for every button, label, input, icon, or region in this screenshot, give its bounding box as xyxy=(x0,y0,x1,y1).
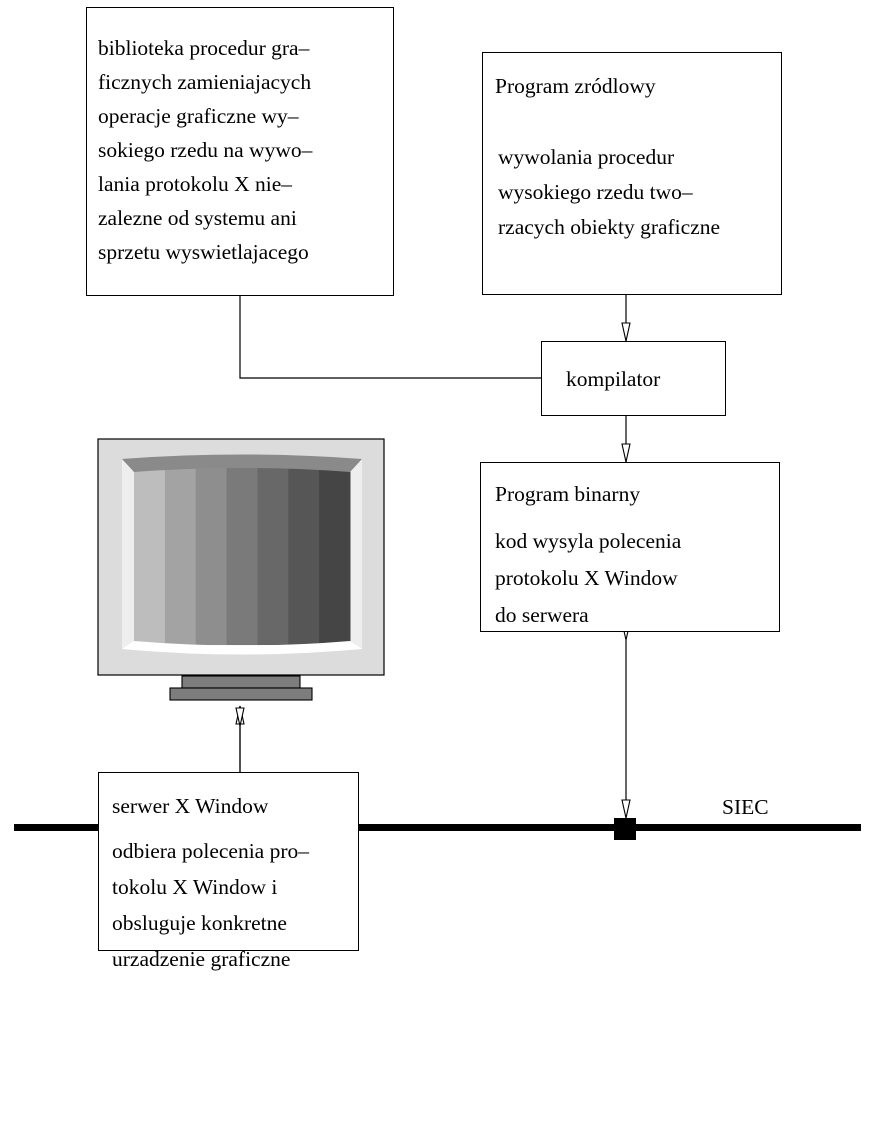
library-line: sokiego rzedu na wywo– xyxy=(98,138,313,162)
xserver-box xyxy=(98,772,359,951)
library-box xyxy=(86,7,394,296)
binary-program-line: do serwera xyxy=(495,603,589,627)
binary-program-box xyxy=(480,462,780,632)
network-node-binary xyxy=(614,818,636,840)
source-program-box xyxy=(482,52,782,295)
source-program-line: wywolania procedur xyxy=(498,145,675,169)
screen-stripe xyxy=(164,468,197,645)
screen-stripe xyxy=(257,468,289,645)
library-line: sprzetu wyswietlajacego xyxy=(98,240,309,264)
library-line: zalezne od systemu ani xyxy=(98,206,297,230)
library-line: biblioteka procedur gra– xyxy=(98,36,310,60)
connector-library-to-compiler xyxy=(239,296,561,383)
source-program-line: rzacych obiekty graficzne xyxy=(498,215,721,239)
xserver-line: urzadzenie graficzne xyxy=(112,947,291,971)
network-label: SIEC xyxy=(722,795,769,819)
monitor-icon xyxy=(97,438,385,701)
screen-stripe xyxy=(134,468,166,645)
library-line: operacje graficzne wy– xyxy=(98,104,299,128)
library-line: ficznych zamieniajacych xyxy=(98,70,312,94)
screen-stripe xyxy=(195,468,228,645)
binary-program-line: kod wysyla polecenia xyxy=(495,529,682,553)
screen-stripe xyxy=(288,468,320,645)
xserver-line: obsluguje konkretne xyxy=(112,911,287,935)
compiler-label: kompilator xyxy=(566,367,661,391)
library-line: lania protokolu X nie– xyxy=(98,172,293,196)
binary-program-line: protokolu X Window xyxy=(495,566,678,590)
xserver-line: odbiera polecenia pro– xyxy=(112,839,309,863)
binary-program-title: Program binarny xyxy=(495,482,641,506)
screen-stripe xyxy=(226,468,258,645)
source-program-title: Program zródlowy xyxy=(495,74,656,98)
screen-stripe xyxy=(319,468,351,645)
xserver-title: serwer X Window xyxy=(112,794,269,818)
xserver-line: tokolu X Window i xyxy=(112,875,278,899)
network-line xyxy=(14,824,861,831)
source-program-line: wysokiego rzedu two– xyxy=(498,180,693,204)
compiler-box xyxy=(541,341,726,416)
